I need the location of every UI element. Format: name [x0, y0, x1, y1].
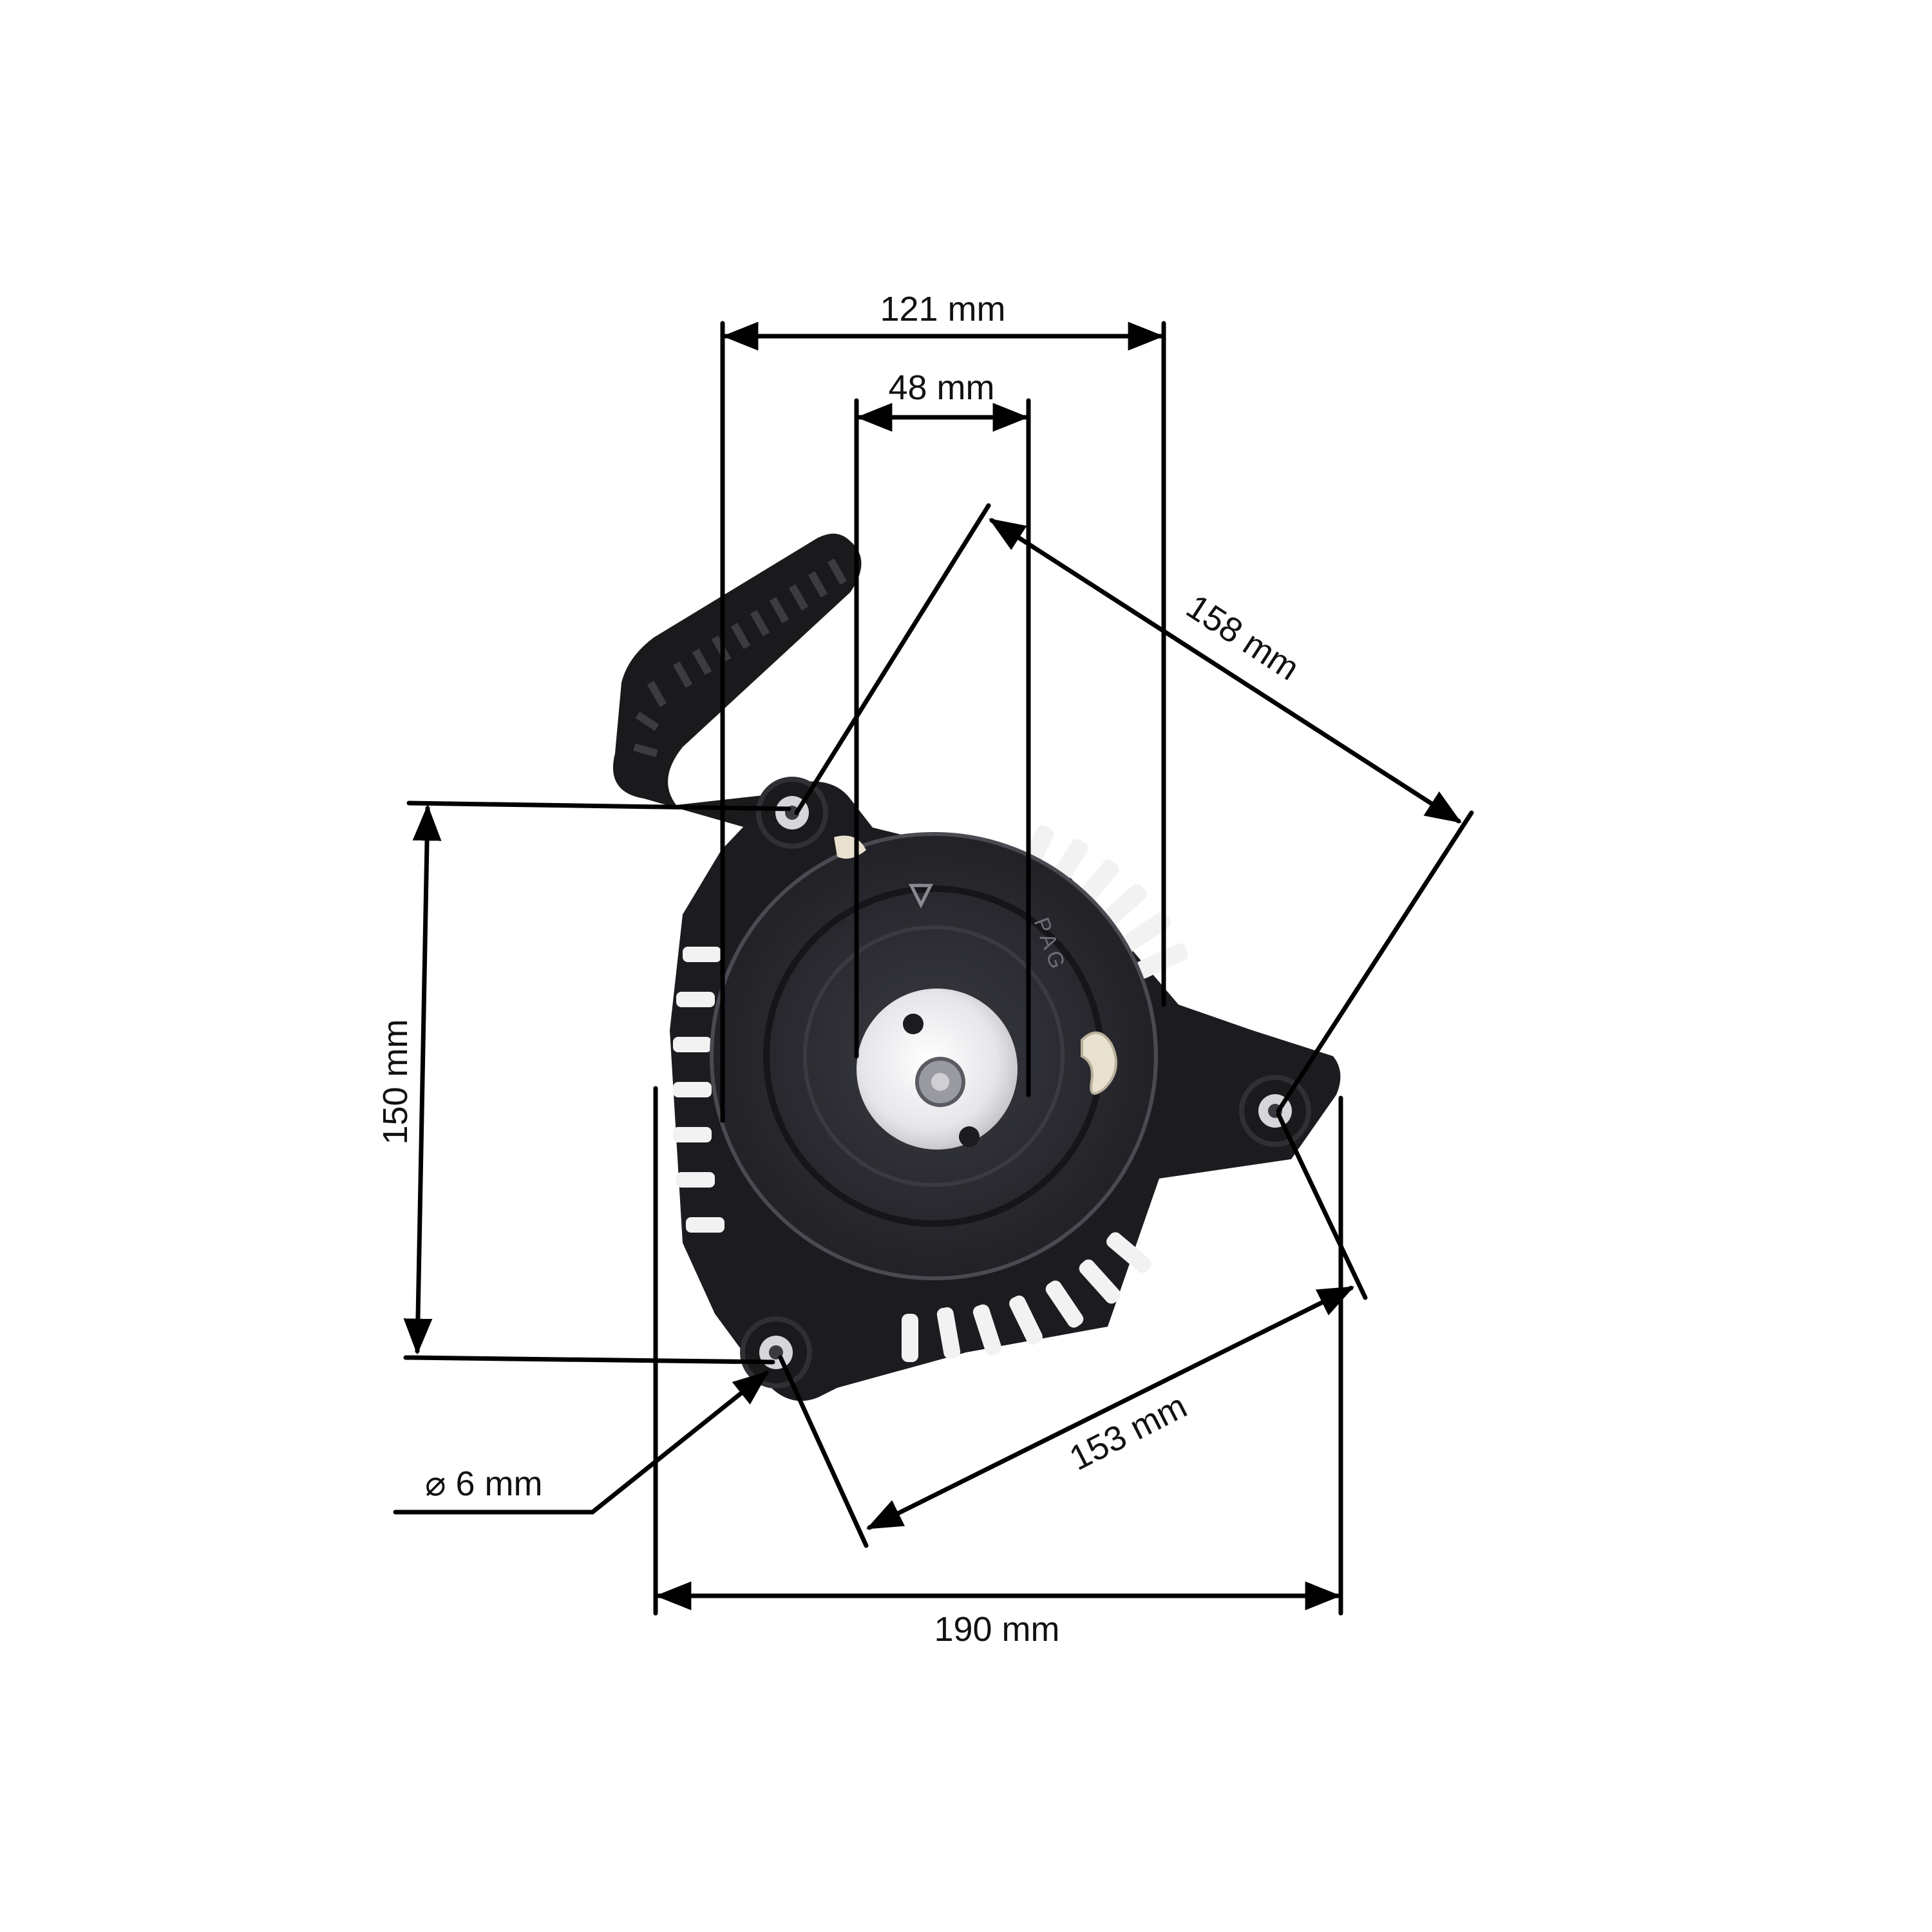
hub-screw-top [903, 1014, 923, 1034]
direction-arrow-icon [908, 884, 934, 909]
dimension-48mm: 48 mm [854, 368, 1031, 1097]
label-158mm: 158 mm [1180, 587, 1306, 688]
handle-grip-ribs [633, 558, 848, 757]
dimension-hole-diameter: ⌀ 6 mm [393, 1370, 770, 1515]
mounting-boss-bottom-left [740, 1316, 812, 1388]
dimension-150mm: 150 mm [376, 800, 791, 1365]
hub-screw-bottom [959, 1126, 980, 1147]
mounting-boss-right [1239, 1075, 1311, 1147]
pull-handle [613, 533, 862, 837]
label-190mm: 190 mm [934, 1610, 1059, 1649]
pulley-groove-ring [803, 925, 1065, 1187]
mounting-boss-top-left [756, 777, 828, 849]
recoil-starter-part: PAG [613, 533, 1341, 1401]
label-121mm: 121 mm [880, 290, 1005, 328]
dimension-190mm: 190 mm [653, 1086, 1343, 1649]
pulley-rim [710, 832, 1158, 1280]
center-bolt [931, 1073, 949, 1091]
label-hole-diameter: ⌀ 6 mm [425, 1464, 543, 1503]
label-48mm: 48 mm [888, 368, 994, 407]
label-150mm: 150 mm [376, 1019, 415, 1144]
